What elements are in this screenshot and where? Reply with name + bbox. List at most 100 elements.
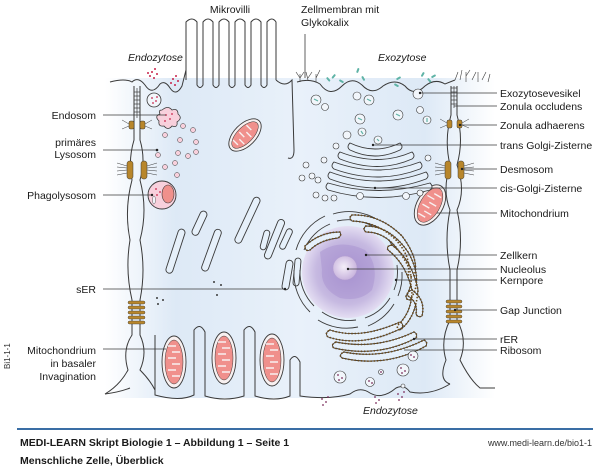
ribosome-dot	[338, 331, 341, 334]
ribosome-dot	[373, 232, 376, 234]
zonula-adhaerens-left	[121, 119, 153, 130]
ribosome-dot	[376, 349, 379, 352]
ribosome-dot	[415, 336, 418, 339]
ribosome-dot	[371, 225, 374, 228]
ribosome-dot	[338, 338, 341, 341]
ribosome-dot	[357, 339, 360, 342]
ribosome-dot	[416, 287, 419, 289]
ribosome-dot	[364, 339, 366, 341]
ribosome-dot	[379, 328, 382, 331]
ribosome-dot	[405, 248, 407, 251]
ribosome-dot	[402, 236, 404, 239]
ribosome-dot	[357, 332, 360, 335]
ribosome-dot	[410, 275, 413, 278]
golgi-apparatus	[298, 142, 433, 202]
zonula-adhaerens-right	[439, 118, 470, 129]
ribosome-dot	[335, 330, 338, 333]
ribosome-dot	[367, 350, 369, 353]
ribosome-dot	[415, 305, 417, 308]
ribosome-dot	[413, 274, 415, 277]
ribosome-dot	[361, 221, 364, 224]
ribosome-dot	[338, 231, 341, 233]
ribosome-dot	[410, 285, 413, 288]
ribosome-dot	[354, 350, 357, 352]
ribosome-dot	[416, 314, 418, 317]
ribosome-dot	[331, 237, 334, 240]
ribosome-dot	[344, 357, 347, 360]
ribosome-dot	[392, 227, 395, 230]
ribosome-dot	[410, 250, 413, 252]
ribosome-dot	[368, 225, 371, 228]
ribosome-dot	[421, 304, 424, 307]
ribosome-dot	[304, 247, 307, 249]
zonula-occludens-right	[451, 86, 457, 108]
ribosome-dot	[411, 291, 413, 294]
ribosome-dot	[326, 335, 329, 338]
ribosome-dot	[377, 227, 380, 229]
ribosome-dot	[360, 350, 363, 353]
ribosome-dot	[420, 301, 423, 304]
ribosome-dot	[397, 241, 400, 244]
ribosome-dot	[415, 274, 418, 277]
ribosome-dot	[412, 299, 415, 302]
ribosome-dot	[417, 290, 419, 293]
ribosome-dot	[379, 234, 382, 237]
ribosome-dot	[354, 339, 357, 342]
ribosome-dot	[396, 238, 399, 241]
ribosome-dot	[409, 273, 412, 276]
lateral-membrane-right	[434, 86, 495, 389]
ribosome-dot	[361, 339, 363, 342]
label-endosom: Endosom	[52, 110, 97, 122]
ribosome-dot	[397, 231, 400, 234]
ribosome-dot	[341, 348, 344, 351]
ribosome-dot	[363, 350, 366, 353]
ribosome-dot	[393, 255, 396, 257]
ribosome-dot	[425, 341, 428, 344]
ribosome-dot	[378, 352, 380, 355]
ribosome-dot	[403, 316, 406, 318]
cell-membrane	[104, 18, 456, 400]
ribosome-dot	[332, 330, 334, 332]
footer-url[interactable]: www.medi-learn.de/bio1-1	[487, 438, 592, 448]
ribosome-dot	[395, 257, 398, 260]
label-mitochondrium: Mitochondrium	[500, 208, 569, 220]
ribosome-dot	[357, 359, 360, 362]
ribosome-dot	[415, 333, 418, 335]
ribosome-dot	[403, 347, 405, 350]
ribosome-dot	[415, 299, 418, 302]
ribosome-dot	[395, 239, 398, 242]
ribosome-dot	[406, 250, 409, 253]
ribosome-dot	[319, 241, 322, 244]
zonula-occludens-left	[134, 88, 140, 118]
footer-subtitle: Menschliche Zelle, Überblick	[20, 455, 164, 467]
ribosome-dot	[404, 252, 407, 255]
ribosome-dot	[331, 343, 334, 346]
ribosome-dot	[410, 297, 413, 300]
ribosome-dot	[390, 244, 393, 247]
ribosome-dot	[328, 238, 331, 241]
ribosome-dot	[397, 259, 400, 262]
ribosome-dot	[400, 327, 403, 330]
ribosome-dot	[418, 341, 420, 344]
ribosome-dot	[363, 343, 366, 346]
ribosome-dot	[304, 245, 306, 247]
ribosome-dot	[365, 353, 368, 356]
ribosome-dot	[357, 343, 360, 346]
ribosome-dot	[411, 253, 414, 255]
ribosome-dot	[394, 323, 397, 325]
ribosome-dot	[400, 234, 402, 236]
ribosome-dot	[360, 214, 363, 217]
exocytosis-vesicles	[310, 68, 436, 150]
ribosome-dot	[349, 218, 352, 221]
ribosome-dot	[347, 342, 350, 345]
label-mito-basal-1: Mitochondrium	[27, 345, 96, 357]
ribosome-dot	[370, 343, 372, 345]
ribosome-dot	[395, 229, 398, 232]
ribosome-dot	[415, 284, 418, 286]
ribosome-dot	[420, 340, 423, 342]
ribosome-dot	[392, 346, 395, 349]
ribosome-dot	[360, 343, 363, 346]
ribosome-dot	[398, 240, 401, 243]
ribosome-dot	[352, 352, 355, 355]
ribosome-dot	[347, 349, 350, 352]
